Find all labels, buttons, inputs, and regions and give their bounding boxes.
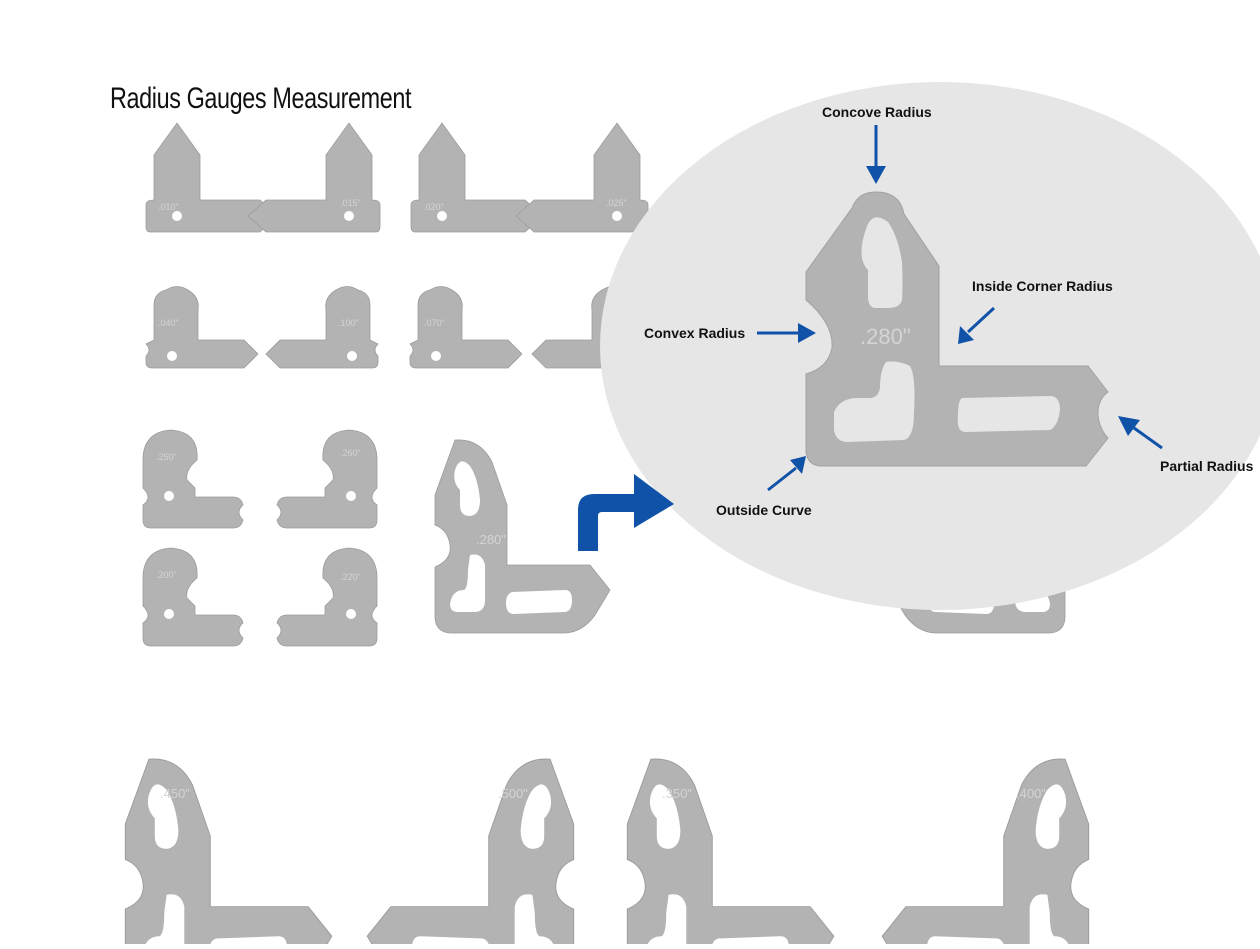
gauge-015-label: .015": [340, 198, 361, 208]
gauge-400-label: .400": [1016, 786, 1046, 801]
callout-arrows: [757, 125, 1163, 492]
gauge-100-label: .100": [338, 318, 359, 328]
gauge-200: .200": [142, 547, 244, 647]
gauge-260-label: .260": [340, 448, 361, 458]
gauge-250: .250": [142, 429, 244, 529]
gauge-025-label: .025": [606, 198, 627, 208]
label-convex-radius: Convex Radius: [644, 325, 746, 341]
label-inside-corner-radius: Inside Corner Radius: [972, 278, 1113, 294]
gauge-450-label: .450": [160, 786, 190, 801]
label-outside-curve: Outside Curve: [716, 502, 812, 518]
small-gauge-set: .010".015".020".025".040".100".070".065"…: [142, 122, 649, 647]
gauge-070: .070": [409, 286, 523, 369]
gauge-250-label: .250": [156, 452, 177, 462]
gauge-450: .450": [124, 758, 333, 949]
gauge-010: .010": [145, 122, 279, 233]
gauge-015: .015": [247, 122, 381, 233]
gauge-260: .260": [276, 429, 378, 529]
gauge-010-label: .010": [158, 202, 179, 212]
callout-gauge: .280": [805, 191, 1109, 467]
gauge-070-label: .070": [424, 318, 445, 328]
label-partial-radius: Partial Radius: [1160, 458, 1254, 474]
gauge-350: .350": [626, 758, 835, 949]
gauge-280-feature: .280": [434, 439, 611, 634]
gauge-220-label: .220": [340, 572, 361, 582]
gauge-350-label: .350": [662, 786, 692, 801]
page-title: Radius Gauges Measurement: [110, 82, 412, 115]
gauge-020: .020": [410, 122, 544, 233]
gauge-280-feature-label: .280": [476, 532, 506, 547]
callout-gauge-label: .280": [860, 324, 911, 349]
gauge-020-label: .020": [423, 202, 444, 212]
gauge-500-label: .500": [498, 786, 528, 801]
gauge-040: .040": [145, 286, 259, 369]
gauge-400: .400": [881, 758, 1090, 949]
label-concave-radius: Concove Radius: [822, 104, 932, 120]
gauge-500: .500": [366, 758, 575, 949]
gauge-220: .220": [276, 547, 378, 647]
pointer-arrow-icon: [578, 474, 674, 551]
gauge-100: .100": [265, 286, 379, 369]
gauge-040-label: .040": [158, 318, 179, 328]
gauge-200-label: .200": [156, 570, 177, 580]
gauge-025: .025": [515, 122, 649, 233]
